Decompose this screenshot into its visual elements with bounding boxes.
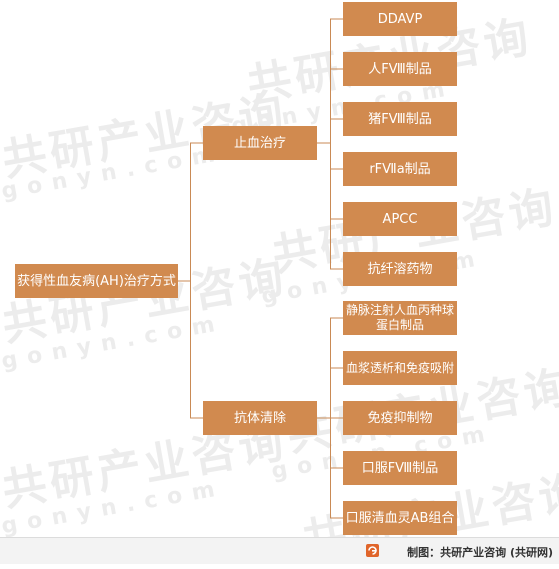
footer-bar: 制图：共研产业咨询 (共研网) [0, 537, 559, 564]
leaf-node: APCC [343, 202, 457, 236]
source-credit: 制图：共研产业咨询 (共研网) [407, 546, 553, 559]
leaf-node: 血浆透析和免疫吸附 [343, 351, 457, 385]
leaf-node: 猪FⅧ制品 [343, 102, 457, 136]
brand-logo-icon [366, 544, 379, 557]
root-node: 获得性血友病(AH)治疗方式 [15, 264, 178, 298]
leaf-node: 静脉注射人血丙种球蛋白制品 [343, 301, 457, 335]
leaf-node: rFⅦa制品 [343, 152, 457, 186]
leaf-node: 口服FⅧ制品 [343, 451, 457, 485]
leaf-node: 免疫抑制物 [343, 401, 457, 435]
branch-node-antibody-clearance: 抗体清除 [203, 401, 317, 435]
leaf-node: DDAVP [343, 2, 457, 36]
leaf-node: 抗纤溶药物 [343, 252, 457, 286]
branch-node-hemostasis: 止血治疗 [203, 126, 317, 160]
leaf-node: 人FⅧ制品 [343, 52, 457, 86]
leaf-node: 口服清血灵AB组合 [343, 501, 457, 535]
